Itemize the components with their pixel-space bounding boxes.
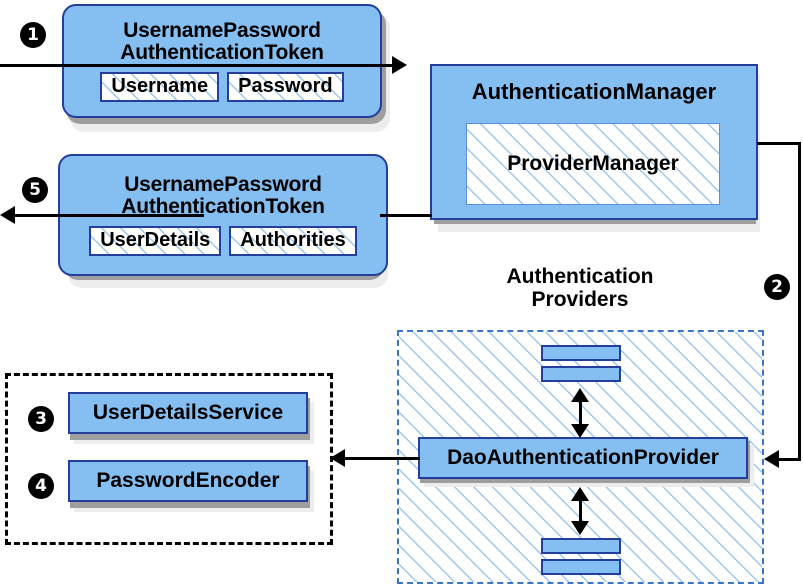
field-username[interactable]: Username — [100, 71, 220, 102]
passwordencoder-box[interactable]: PasswordEncoder — [68, 460, 308, 502]
dao-provider-label: DaoAuthenticationProvider — [447, 445, 719, 469]
arrowhead-providers-top-up-icon — [571, 388, 589, 402]
provider-manager-box[interactable]: ProviderManager — [466, 123, 720, 205]
request-token-fields: Username Password — [100, 71, 344, 102]
userdetailsservice-box[interactable]: UserDetailsService — [68, 392, 308, 434]
field-userdetails[interactable]: UserDetails — [89, 225, 222, 256]
request-token-card[interactable]: UsernamePassword AuthenticationToken Use… — [62, 4, 382, 118]
step-marker-4: 4 — [28, 473, 54, 499]
provider-bar-bottom-2[interactable] — [541, 559, 621, 575]
arrowhead-into-beans-icon — [330, 449, 345, 467]
connector-into-provider-h — [779, 458, 801, 461]
step-marker-3: 3 — [28, 406, 54, 432]
request-token-title-line1: UsernamePassword — [123, 19, 321, 43]
dao-authentication-provider-box[interactable]: DaoAuthenticationProvider — [418, 437, 748, 479]
request-token-title: UsernamePassword AuthenticationToken — [114, 20, 329, 65]
connector-manager-out-v — [798, 142, 801, 460]
authentication-providers-label: Authentication Providers — [470, 265, 690, 311]
userdetailsservice-label: UserDetailsService — [92, 400, 284, 424]
connector-manager-to-response-token — [380, 214, 432, 217]
response-token-title: UsernamePassword AuthenticationToken — [115, 174, 330, 219]
arrowhead-into-provider-icon — [764, 450, 779, 468]
response-token-title-line1: UsernamePassword — [124, 173, 322, 197]
connector-request-in — [0, 64, 396, 67]
connector-provider-to-beans — [345, 457, 420, 460]
provider-bar-top-2[interactable] — [541, 366, 621, 382]
provider-bar-bottom-1[interactable] — [541, 538, 621, 554]
arrowhead-response-out-icon — [0, 206, 15, 224]
connector-providers-bottom-v — [579, 491, 582, 531]
request-token-title-line2: AuthenticationToken — [120, 41, 324, 65]
arrowhead-providers-bottom-down-icon — [571, 521, 589, 535]
arrowhead-providers-top-down-icon — [571, 424, 589, 438]
step-marker-2: 2 — [764, 274, 790, 300]
response-token-fields: UserDetails Authorities — [89, 225, 357, 256]
response-token-title-line2: AuthenticationToken — [121, 195, 325, 219]
authentication-manager-title: AuthenticationManager — [471, 79, 717, 104]
arrowhead-providers-bottom-up-icon — [571, 487, 589, 501]
providers-label-line1: Authentication — [506, 265, 654, 288]
step-marker-5: 5 — [22, 177, 48, 203]
provider-bar-top-1[interactable] — [541, 345, 621, 361]
providers-label-line2: Providers — [531, 288, 629, 312]
field-authorities[interactable]: Authorities — [229, 225, 357, 256]
passwordencoder-label: PasswordEncoder — [96, 468, 280, 492]
step-marker-1: 1 — [20, 22, 46, 48]
arrowhead-request-in-icon — [392, 56, 407, 74]
field-password[interactable]: Password — [227, 71, 344, 102]
connector-response-out — [14, 214, 204, 217]
connector-manager-out-h — [757, 142, 801, 145]
connector-providers-top-v — [579, 392, 582, 434]
